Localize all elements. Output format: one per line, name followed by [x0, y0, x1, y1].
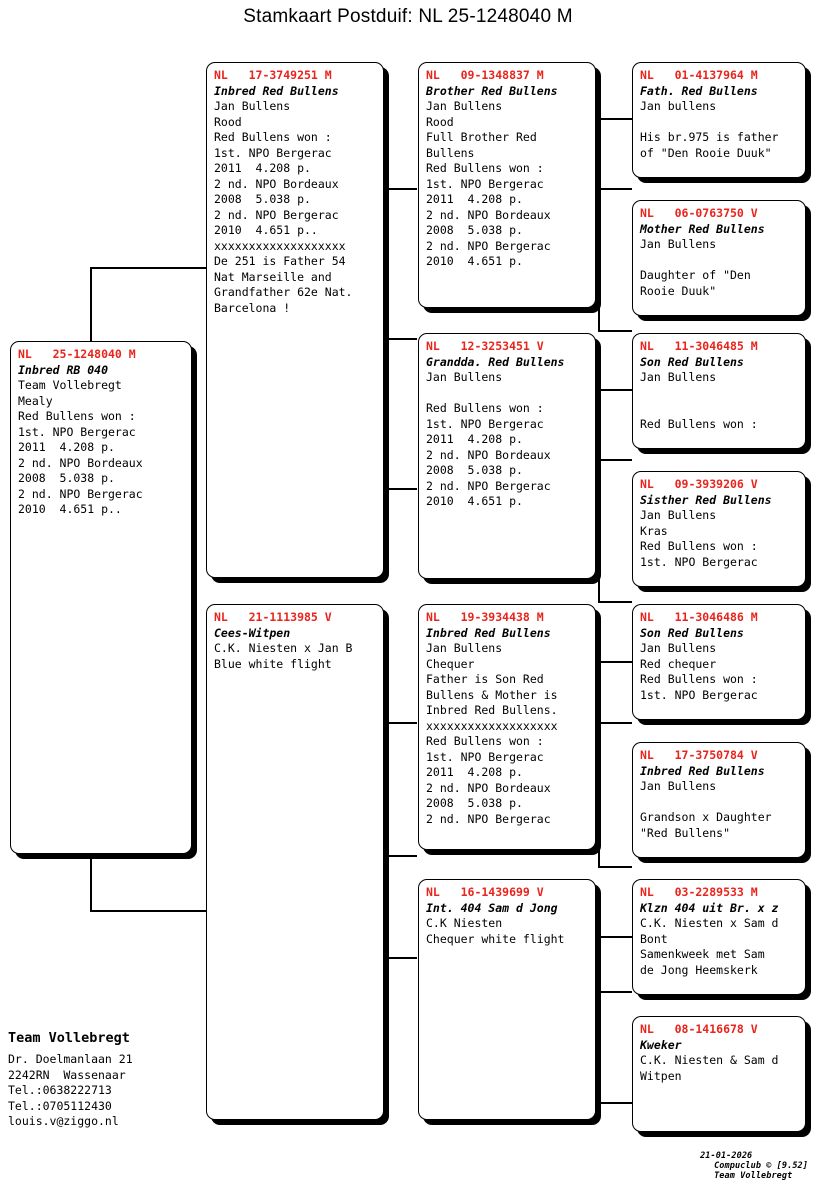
pigeon-name: Inbred RB 040 — [18, 362, 109, 377]
pigeon-box-gen3-8[interactable]: NL 08-1416678 V Kweker C.K. Niesten & Sa… — [632, 1016, 806, 1132]
connector-f-up — [385, 188, 417, 190]
pigeon-box-subject[interactable]: NL 25-1248040 M Inbred RB 040 Team Volle… — [10, 341, 192, 854]
connector-g2a-up — [598, 118, 632, 120]
ring-number: NL 08-1416678 V — [640, 1022, 758, 1036]
software-credit: Compuclub © [9.52] — [714, 1161, 808, 1171]
ring-number: NL 06-0763750 V — [640, 206, 758, 220]
pigeon-box-gen2-1[interactable]: NL 09-1348837 M Brother Red Bullens Jan … — [418, 62, 596, 308]
pigeon-name: Son Red Bullens — [640, 625, 744, 640]
credit-footer: 21-01-2026 Compuclub © [9.52] Team Volle… — [679, 1141, 808, 1191]
connector-m-spine — [385, 722, 387, 957]
ring-number: NL 01-4137964 M — [640, 68, 758, 82]
owner-phone-line: Tel.:0705112430 — [8, 1098, 112, 1113]
pigeon-name: Sisther Red Bullens — [640, 492, 772, 507]
owner-email: louis.v@ziggo.nl — [8, 1114, 119, 1128]
pigeon-details: Jan Bullens Red chequer Red Bullens won … — [640, 641, 758, 702]
connector-m-down — [385, 957, 417, 959]
pigeon-name: Mother Red Bullens — [640, 221, 765, 236]
pigeon-name: Klzn 404 uit Br. x z — [640, 900, 779, 915]
pigeon-box-gen3-3[interactable]: NL 11-3046485 M Son Red Bullens Jan Bull… — [632, 333, 806, 449]
owner-phone-line: Tel.:0638222713 — [8, 1083, 112, 1097]
ring-number: NL 09-1348837 M — [426, 68, 544, 82]
pigeon-name: Inbred Red Bullens — [640, 763, 765, 778]
connector-g2d-spine — [598, 936, 600, 1102]
ring-number: NL 21-1113985 V — [214, 610, 332, 624]
pigeon-details: C.K. Niesten x Sam d Bont Samenkweek met… — [640, 916, 779, 977]
pigeon-box-gen2-3[interactable]: NL 19-3934438 M Inbred Red Bullens Jan B… — [418, 604, 596, 850]
connector-g2a-down — [598, 330, 632, 332]
ring-number: NL 16-1439699 V — [426, 885, 544, 899]
pigeon-details: Jan Bullens Rood Red Bullens won : 1st. … — [214, 99, 353, 315]
pigeon-details: C.K. Niesten x Jan B Blue white flight — [214, 641, 353, 671]
pigeon-details: C.K Niesten Chequer white flight — [426, 916, 565, 946]
pigeon-name: Inbred Red Bullens — [426, 625, 551, 640]
pigeon-name: Son Red Bullens — [640, 354, 744, 369]
pigeon-details: Jan bullens His br.975 is father of "Den… — [640, 99, 779, 160]
connector-g2d-up — [598, 936, 632, 938]
connector-g2d-down — [598, 1102, 632, 1104]
connector-g2a-out — [598, 188, 632, 190]
pigeon-details: Jan Bullens Red Bullens won : 1st. NPO B… — [426, 370, 551, 508]
pigeon-name: Cees-Witpen — [214, 625, 291, 640]
ring-number: NL 25-1248040 M — [18, 347, 136, 361]
connector-m-out — [385, 855, 417, 857]
connector-g2c-out — [598, 722, 632, 724]
pigeon-box-mother[interactable]: NL 21-1113985 V Cees-Witpen C.K. Niesten… — [206, 604, 384, 1120]
pigeon-name: Int. 404 Sam d Jong — [426, 900, 558, 915]
pigeon-name: Kweker — [640, 1037, 682, 1052]
owner-name: Team Vollebregt — [8, 1030, 130, 1046]
pigeon-details: Jan Bullens Red Bullens won : — [640, 370, 758, 431]
pigeon-box-gen3-1[interactable]: NL 01-4137964 M Fath. Red Bullens Jan bu… — [632, 62, 806, 178]
ring-number: NL 03-2289533 M — [640, 885, 758, 899]
connector-g2c-down — [598, 866, 632, 868]
pigeon-box-gen3-2[interactable]: NL 06-0763750 V Mother Red Bullens Jan B… — [632, 200, 806, 316]
connector-subject-to-father — [90, 267, 208, 269]
pigeon-box-gen3-6[interactable]: NL 17-3750784 V Inbred Red Bullens Jan B… — [632, 742, 806, 858]
ring-number: NL 11-3046485 M — [640, 339, 758, 353]
ring-number: NL 09-3939206 V — [640, 477, 758, 491]
connector-g2d-out — [598, 991, 632, 993]
connector-g2b-down — [598, 601, 632, 603]
ring-number: NL 17-3749251 M — [214, 68, 332, 82]
owner-address-line: 2242RN Wassenaar — [8, 1067, 126, 1082]
ring-number: NL 17-3750784 V — [640, 748, 758, 762]
connector-f-spine — [385, 188, 387, 488]
pigeon-box-gen3-7[interactable]: NL 03-2289533 M Klzn 404 uit Br. x z C.K… — [632, 879, 806, 995]
connector-subject-to-mother — [90, 910, 208, 912]
connector-g2b-up — [598, 389, 632, 391]
pigeon-name: Brother Red Bullens — [426, 83, 558, 98]
page-title: Stamkaart Postduif: NL 25-1248040 M — [243, 6, 573, 27]
ring-number: NL 11-3046486 M — [640, 610, 758, 624]
connector-g2c-up — [598, 661, 632, 663]
pigeon-box-gen3-5[interactable]: NL 11-3046486 M Son Red Bullens Jan Bull… — [632, 604, 806, 720]
credit-team-name: Team Vollebregt — [714, 1171, 793, 1181]
pigeon-details: Jan Bullens Rood Full Brother Red Bullen… — [426, 99, 551, 268]
connector-f-out — [385, 338, 417, 340]
connector-g2c-spine — [598, 661, 600, 866]
connector-g2b-out — [598, 459, 632, 461]
pigeon-box-gen2-2[interactable]: NL 12-3253451 V Grandda. Red Bullens Jan… — [418, 333, 596, 579]
ring-number: NL 12-3253451 V — [426, 339, 544, 353]
pigeon-details: Jan Bullens Chequer Father is Son Red Bu… — [426, 641, 558, 826]
pigeon-name: Fath. Red Bullens — [640, 83, 758, 98]
connector-m-up — [385, 722, 417, 724]
pigeon-details: Jan Bullens Daughter of "Den Rooie Duuk" — [640, 237, 751, 298]
print-date: 21-01-2026 — [700, 1151, 753, 1161]
connector-g2b-spine — [598, 389, 600, 601]
pigeon-details: Jan Bullens Grandson x Daughter "Red Bul… — [640, 779, 772, 840]
owner-address-line: Dr. Doelmanlaan 21 — [8, 1052, 133, 1066]
pigeon-box-gen2-4[interactable]: NL 16-1439699 V Int. 404 Sam d Jong C.K … — [418, 879, 596, 1120]
pigeon-details: Jan Bullens Kras Red Bullens won : 1st. … — [640, 508, 758, 569]
connector-g2a-spine — [598, 118, 600, 330]
pigeon-name: Grandda. Red Bullens — [426, 354, 565, 369]
pigeon-details: Team Vollebregt Mealy Red Bullens won : … — [18, 378, 143, 516]
connector-f-down — [385, 488, 417, 490]
ring-number: NL 19-3934438 M — [426, 610, 544, 624]
owner-block: Team Vollebregt Dr. Doelmanlaan 21 2242R… — [8, 1030, 208, 1130]
pigeon-name: Inbred Red Bullens — [214, 83, 339, 98]
pigeon-box-gen3-4[interactable]: NL 09-3939206 V Sisther Red Bullens Jan … — [632, 471, 806, 587]
pigeon-box-father[interactable]: NL 17-3749251 M Inbred Red Bullens Jan B… — [206, 62, 384, 578]
pigeon-details: C.K. Niesten & Sam d Witpen — [640, 1053, 779, 1083]
